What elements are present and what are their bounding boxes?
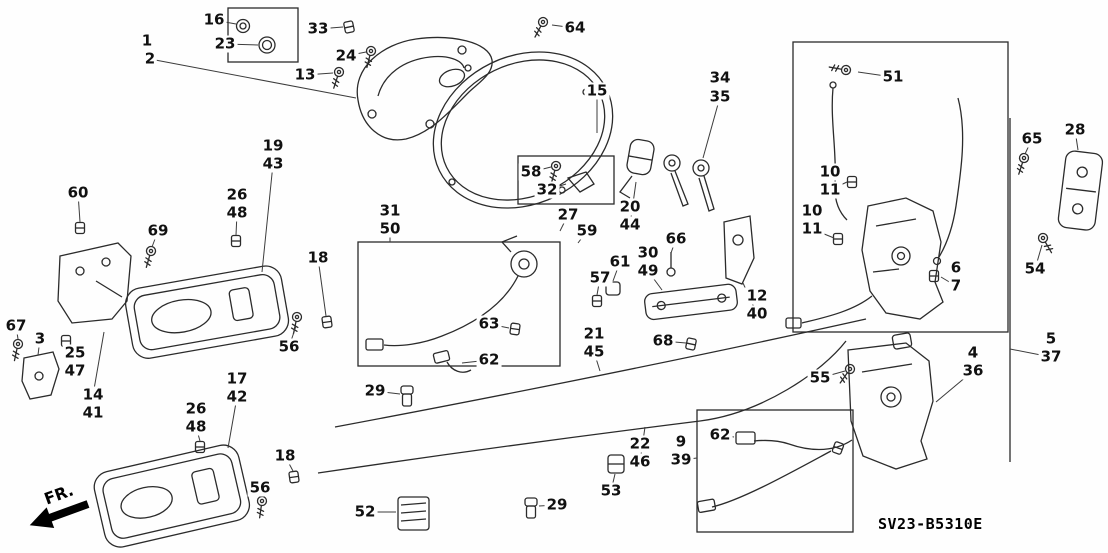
callout-45: 45 bbox=[581, 342, 607, 361]
striker-plate bbox=[1013, 150, 1104, 256]
callout-61: 61 bbox=[607, 252, 633, 271]
callout-47: 47 bbox=[62, 361, 88, 380]
callout-55: 55 bbox=[807, 368, 833, 387]
callout-56: 56 bbox=[247, 478, 273, 497]
callout-56: 56 bbox=[276, 337, 302, 356]
exterior-door-handle bbox=[356, 36, 493, 141]
lever-sub-assembly-box bbox=[517, 155, 615, 205]
callout-40: 40 bbox=[744, 304, 770, 323]
callout-42: 42 bbox=[224, 387, 250, 406]
diagram-code: SV23-B5310E bbox=[878, 515, 983, 533]
lock-bracket bbox=[723, 215, 755, 285]
callout-19: 19 bbox=[260, 136, 286, 155]
callout-31: 31 bbox=[377, 201, 403, 220]
callout-59: 59 bbox=[574, 221, 600, 240]
callout-21: 21 bbox=[581, 324, 607, 343]
callout-13: 13 bbox=[292, 65, 318, 84]
actuator-harness-box bbox=[696, 409, 854, 533]
callout-27: 27 bbox=[555, 205, 581, 224]
callout-52: 52 bbox=[352, 502, 378, 521]
callout-63: 63 bbox=[476, 314, 502, 333]
inner-handle-plate bbox=[644, 283, 738, 321]
callout-28: 28 bbox=[1062, 120, 1088, 139]
callout-30: 30 bbox=[635, 243, 661, 262]
callout-26: 26 bbox=[183, 399, 209, 418]
callout-29: 29 bbox=[544, 495, 570, 514]
grommet-61 bbox=[605, 281, 621, 296]
callout-58: 58 bbox=[518, 162, 544, 181]
callout-14: 14 bbox=[80, 385, 106, 404]
callout-12: 12 bbox=[744, 286, 770, 305]
callout-48: 48 bbox=[224, 203, 250, 222]
callout-3: 3 bbox=[32, 329, 48, 348]
callout-69: 69 bbox=[145, 221, 171, 240]
callout-4: 4 bbox=[965, 343, 981, 362]
clip-53 bbox=[607, 454, 625, 474]
callout-18: 18 bbox=[305, 248, 331, 267]
callout-37: 37 bbox=[1038, 347, 1064, 366]
retainer-rings-group bbox=[227, 7, 299, 63]
callout-20: 20 bbox=[617, 197, 643, 216]
callout-10: 10 bbox=[817, 162, 843, 181]
callout-41: 41 bbox=[80, 403, 106, 422]
keys bbox=[663, 154, 715, 212]
callout-6: 6 bbox=[948, 258, 964, 277]
callout-11: 11 bbox=[799, 219, 825, 238]
corner-bracket bbox=[21, 351, 60, 400]
callout-17: 17 bbox=[224, 369, 250, 388]
callout-22: 22 bbox=[627, 434, 653, 453]
callout-29: 29 bbox=[362, 381, 388, 400]
cushion-pad-52 bbox=[397, 496, 430, 531]
callout-64: 64 bbox=[562, 18, 588, 37]
callout-36: 36 bbox=[960, 361, 986, 380]
callout-24: 24 bbox=[333, 46, 359, 65]
callout-46: 46 bbox=[627, 452, 653, 471]
callout-1: 1 bbox=[139, 31, 155, 50]
callout-65: 65 bbox=[1019, 129, 1045, 148]
inner-handle-bracket bbox=[57, 242, 132, 324]
callout-62: 62 bbox=[707, 425, 733, 444]
callout-57: 57 bbox=[587, 268, 613, 287]
callout-67: 67 bbox=[3, 316, 29, 335]
connecting-rods bbox=[317, 318, 867, 474]
callout-2: 2 bbox=[142, 49, 158, 68]
callout-11: 11 bbox=[817, 180, 843, 199]
callout-35: 35 bbox=[707, 87, 733, 106]
callout-49: 49 bbox=[635, 261, 661, 280]
callout-66: 66 bbox=[663, 229, 689, 248]
callout-51: 51 bbox=[880, 67, 906, 86]
callout-53: 53 bbox=[598, 481, 624, 500]
callout-33: 33 bbox=[305, 19, 331, 38]
lock-cable-assembly bbox=[357, 235, 561, 373]
callout-26: 26 bbox=[224, 185, 250, 204]
callout-54: 54 bbox=[1022, 259, 1048, 278]
callout-48: 48 bbox=[183, 417, 209, 436]
callout-7: 7 bbox=[948, 276, 964, 295]
interior-handle-bezel-rear bbox=[93, 444, 251, 548]
fr-arrow-icon bbox=[29, 500, 90, 529]
callout-32: 32 bbox=[534, 180, 560, 199]
callout-39: 39 bbox=[668, 450, 694, 469]
callout-50: 50 bbox=[377, 219, 403, 238]
callout-60: 60 bbox=[65, 183, 91, 202]
callout-18: 18 bbox=[272, 446, 298, 465]
callout-43: 43 bbox=[260, 154, 286, 173]
callout-23: 23 bbox=[212, 34, 238, 53]
callout-62: 62 bbox=[476, 350, 502, 369]
callout-44: 44 bbox=[617, 215, 643, 234]
callout-15: 15 bbox=[584, 81, 610, 100]
key-cylinder bbox=[619, 138, 655, 199]
interior-handle-bezel-front bbox=[124, 265, 290, 359]
callout-68: 68 bbox=[650, 331, 676, 350]
lock-knob bbox=[666, 252, 676, 277]
callout-5: 5 bbox=[1043, 329, 1059, 348]
callout-34: 34 bbox=[707, 68, 733, 87]
callout-9: 9 bbox=[673, 432, 689, 451]
callout-10: 10 bbox=[799, 201, 825, 220]
callout-16: 16 bbox=[201, 10, 227, 29]
callout-25: 25 bbox=[62, 343, 88, 362]
